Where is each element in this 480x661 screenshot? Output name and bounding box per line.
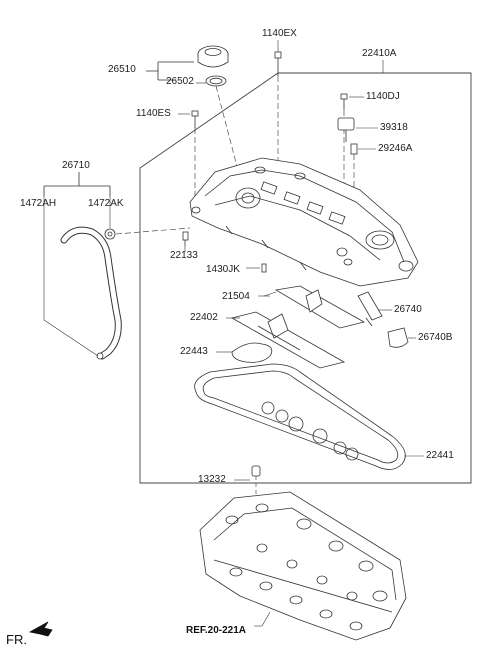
label-39318: 39318: [380, 122, 408, 133]
label-22410A: 22410A: [362, 48, 397, 59]
bracket-26510: [146, 61, 194, 81]
label-22133: 22133: [170, 250, 198, 261]
label-22402: 22402: [190, 312, 218, 323]
label-1140EX: 1140EX: [262, 28, 297, 39]
cylinder-head: [199, 491, 407, 641]
gasket-22441: [194, 363, 406, 470]
pcv-hose-26710: [43, 196, 122, 360]
label-1140DJ: 1140DJ: [366, 91, 400, 102]
sensor-39318: [337, 117, 355, 142]
label-21504: 21504: [222, 291, 250, 302]
sensor-26740: [357, 291, 383, 327]
front-arrow-icon: [28, 621, 53, 637]
label-26510: 26510: [108, 64, 136, 75]
seal-26502: [205, 75, 227, 87]
label-22441: 22441: [426, 450, 454, 461]
label-1430JK: 1430JK: [206, 264, 240, 275]
label-26710: 26710: [62, 160, 90, 171]
ref-label: REF.20-221A: [186, 625, 247, 636]
leader-lines: [178, 40, 424, 627]
clamp-1472AK: [104, 196, 191, 240]
rocker-cover-22410A: [189, 157, 419, 287]
bolt-1140ES: [191, 110, 199, 128]
pin-22133: [182, 231, 189, 246]
plug-13232: [251, 465, 261, 496]
label-26502: 26502: [166, 76, 194, 87]
label-13232: 13232: [198, 474, 226, 485]
label-1472AK: 1472AK: [88, 198, 124, 209]
oil-cap-26510: [197, 45, 229, 68]
label-1472AH: 1472AH: [20, 198, 57, 209]
label-26740: 26740: [394, 304, 422, 315]
pin-1430JK: [261, 263, 267, 273]
assembly-frame: [139, 72, 472, 484]
label-1140ES: 1140ES: [136, 108, 171, 119]
cap-26740B: [387, 327, 409, 348]
baffle-21504: [263, 285, 366, 329]
bracket-26710: [43, 172, 111, 196]
baffle-22402: [230, 311, 346, 369]
front-label: FR.: [6, 632, 27, 647]
label-26740B: 26740B: [418, 332, 453, 343]
label-29246A: 29246A: [378, 143, 413, 154]
gasket-22443: [231, 342, 273, 363]
label-22443: 22443: [180, 346, 208, 357]
